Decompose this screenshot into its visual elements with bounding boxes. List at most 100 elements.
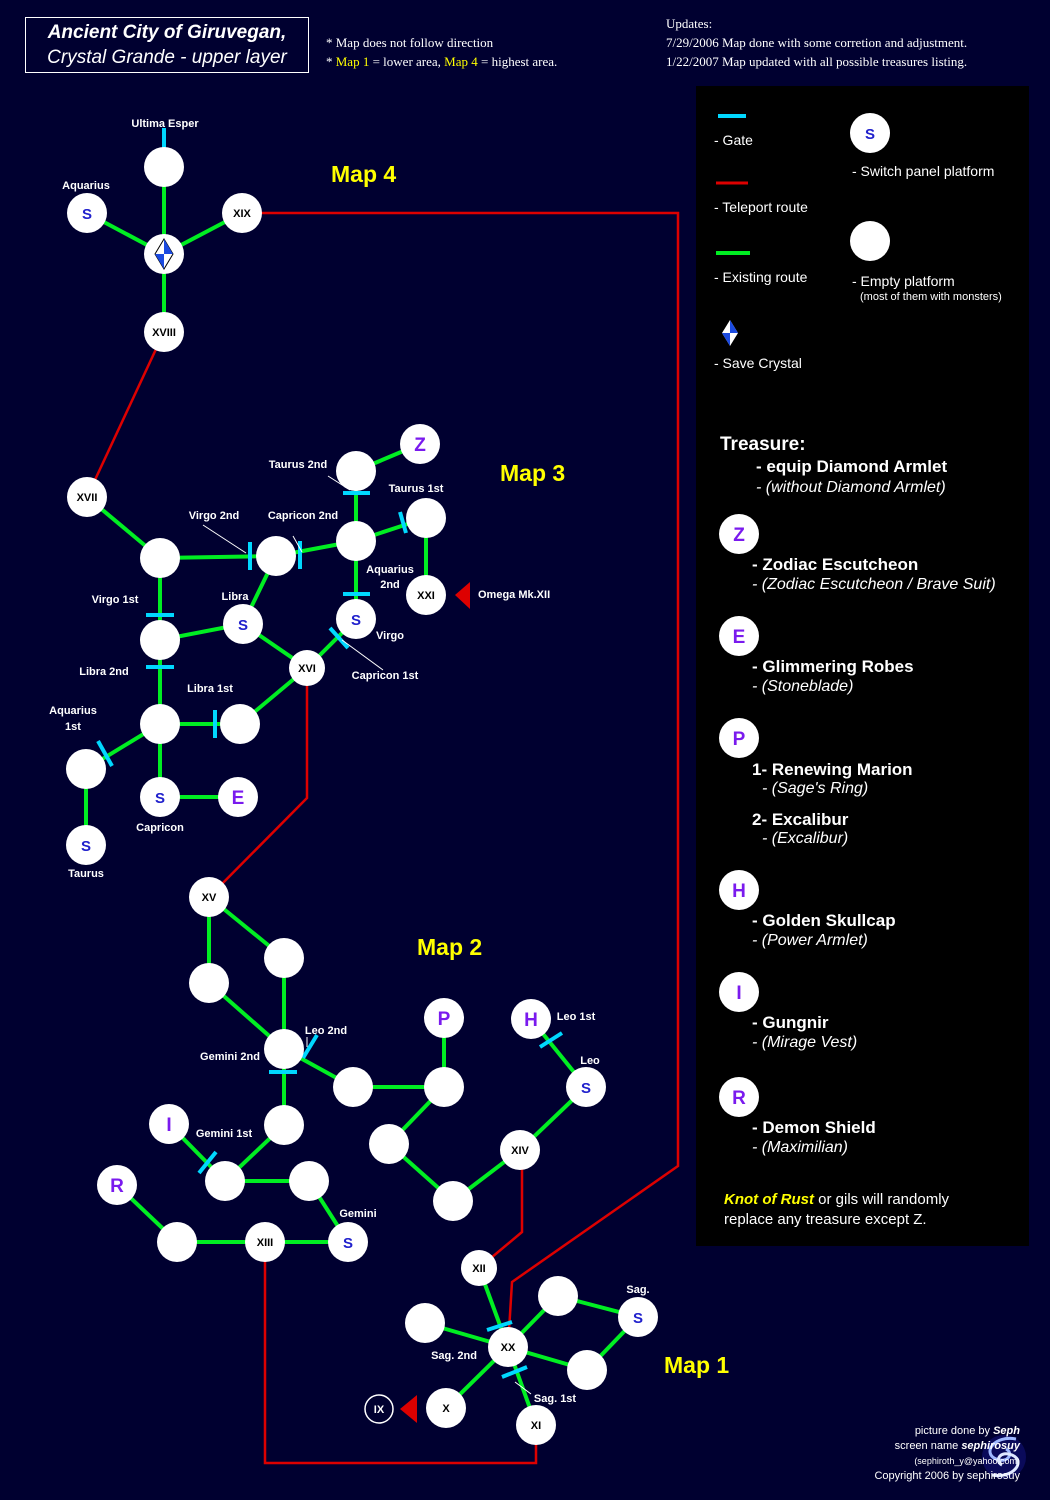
node-virgo2-left: [140, 538, 180, 578]
map-save-crystal-icon: [154, 238, 174, 270]
node-m2-g: [433, 1181, 473, 1221]
treasure-equip: - equip Diamond Armlet: [756, 457, 948, 476]
credit-line1: picture done by Seph: [874, 1424, 1020, 1439]
title-box: Ancient City of Giruvegan, Crystal Grand…: [25, 17, 309, 73]
teleport-xviii-xvii: [85, 331, 166, 498]
treasure-h-icon: [719, 870, 759, 910]
node-p: [424, 998, 464, 1038]
switch-sample-label: S: [865, 126, 875, 143]
legend-gate: - Gate: [714, 132, 753, 148]
treasure-p-icon: [719, 718, 759, 758]
treasure-h-alt: - (Power Armlet): [752, 932, 868, 949]
node-ultima: [144, 147, 184, 187]
lbl-aquarius: Aquarius: [62, 180, 110, 192]
treasure-r-alt: - (Maximilian): [752, 1139, 848, 1156]
treasure-p-letter: P: [733, 729, 746, 750]
node-labels: S XIX XVIII XVII Z XXI S S XVI S E S XV …: [77, 206, 643, 1432]
lbl-xvi: XVI: [298, 663, 316, 675]
node-xviii: [144, 312, 184, 352]
gate-aquarius1: [96, 740, 114, 767]
node-libra2: [140, 704, 180, 744]
node-libra-s: [223, 604, 263, 644]
knot-of-rust: Knot of Rust: [724, 1191, 814, 1208]
legend-empty: - Empty platform: [852, 273, 955, 289]
note-map4: Map 4: [444, 54, 478, 69]
logo-icon: [982, 1435, 1026, 1479]
lbl-i: I: [166, 1115, 171, 1136]
gate-capricon1: [328, 626, 350, 650]
treasure-z-icon: [719, 514, 759, 554]
treasure-p-alt2: - (Excalibur): [762, 830, 849, 847]
lbl-aquarius2b: 2nd: [380, 579, 400, 591]
node-xxi: [406, 575, 446, 615]
lbl-xix: XIX: [233, 208, 251, 220]
treasure-heading: Treasure:: [720, 434, 806, 455]
note-areas: * Map 1 = lower area, Map 4 = highest ar…: [326, 52, 557, 71]
credit-prefix: picture done by: [914, 1425, 994, 1437]
gate-gemini1: [197, 1150, 218, 1175]
lbl-aquarius1a: Aquarius: [49, 705, 97, 717]
lbl-sag2: Sag. 2nd: [431, 1350, 477, 1362]
map3-title: Map 3: [500, 460, 566, 486]
title-line1: Ancient City of Giruvegan,: [47, 22, 287, 43]
lbl-libra: Libra: [222, 591, 250, 603]
lbl-aquarius2a: Aquarius: [366, 564, 414, 576]
leader-lines: [202, 475, 532, 1395]
legend-teleport: - Teleport route: [714, 199, 808, 215]
update-1: 7/29/2006 Map done with some corretion a…: [666, 35, 968, 50]
node-taurus-s: [66, 825, 106, 865]
lbl-x: X: [442, 1403, 450, 1415]
updates: Updates: 7/29/2006 Map done with some co…: [666, 14, 967, 71]
node-capricon2-right: [336, 521, 376, 561]
lbl-xviii: XVIII: [152, 327, 176, 339]
treasure-note-rest: or gils will randomly: [813, 1191, 950, 1208]
node-xvi: [289, 650, 325, 686]
s-capricon: S: [155, 790, 165, 807]
updates-heading: Updates:: [666, 16, 713, 31]
node-m2-b: [189, 963, 229, 1003]
empty-sample-icon: [850, 221, 890, 261]
treasure-note-line2: replace any treasure except Z.: [724, 1211, 927, 1228]
node-xi: [516, 1405, 556, 1445]
treasure-z-primary: - Zodiac Escutcheon: [752, 555, 919, 574]
node-ix: [364, 1394, 394, 1424]
node-leo-s: [566, 1067, 606, 1107]
treasure-z-alt: - (Zodiac Escutcheon / Brave Suit): [752, 576, 996, 593]
node-m1-b: [405, 1303, 445, 1343]
node-libra1: [220, 704, 260, 744]
lbl-taurus1: Taurus 1st: [389, 483, 444, 495]
gate-sag1: [501, 1365, 528, 1379]
area-labels: Ultima Esper Aquarius Taurus 2nd Taurus …: [49, 118, 649, 1405]
lbl-gemini: Gemini: [339, 1208, 376, 1220]
node-m2-f: [289, 1161, 329, 1201]
legend-empty-note: (most of them with monsters): [860, 291, 1002, 303]
node-r: [97, 1165, 137, 1205]
note-mid: = lower area,: [369, 54, 445, 69]
lbl-xvii: XVII: [77, 492, 98, 504]
lbl-libra2: Libra 2nd: [79, 666, 129, 678]
lbl-leo2: Leo 2nd: [305, 1025, 347, 1037]
lbl-p: P: [438, 1009, 451, 1030]
node-i: [149, 1104, 189, 1144]
lbl-gemini1: Gemini 1st: [196, 1128, 253, 1140]
lbl-sag: Sag.: [626, 1284, 649, 1296]
lbl-libra1: Libra 1st: [187, 683, 233, 695]
credit-line2: screen name sephirosuy: [874, 1439, 1020, 1454]
treasure-i-primary: - Gungnir: [752, 1013, 829, 1032]
lbl-ultima: Ultima Esper: [131, 118, 199, 130]
map4-title: Map 4: [331, 161, 397, 187]
lbl-z: Z: [414, 435, 426, 456]
lbl-virgo1: Virgo 1st: [92, 594, 139, 606]
update-2: 1/22/2007 Map updated with all possible …: [666, 54, 968, 69]
node-gemini-s: [328, 1222, 368, 1262]
switch-sample-icon: [850, 113, 890, 153]
gates: [96, 128, 564, 1379]
lbl-xiv: XIV: [511, 1145, 529, 1157]
treasure-r-icon: [719, 1077, 759, 1117]
credit-author: Seph: [993, 1425, 1020, 1437]
lbl-leo: Leo: [580, 1055, 600, 1067]
node-virgo1: [140, 620, 180, 660]
lbl-capricon2: Capricon 2nd: [268, 510, 338, 522]
node-mid: [256, 536, 296, 576]
s-sag: S: [633, 1310, 643, 1327]
